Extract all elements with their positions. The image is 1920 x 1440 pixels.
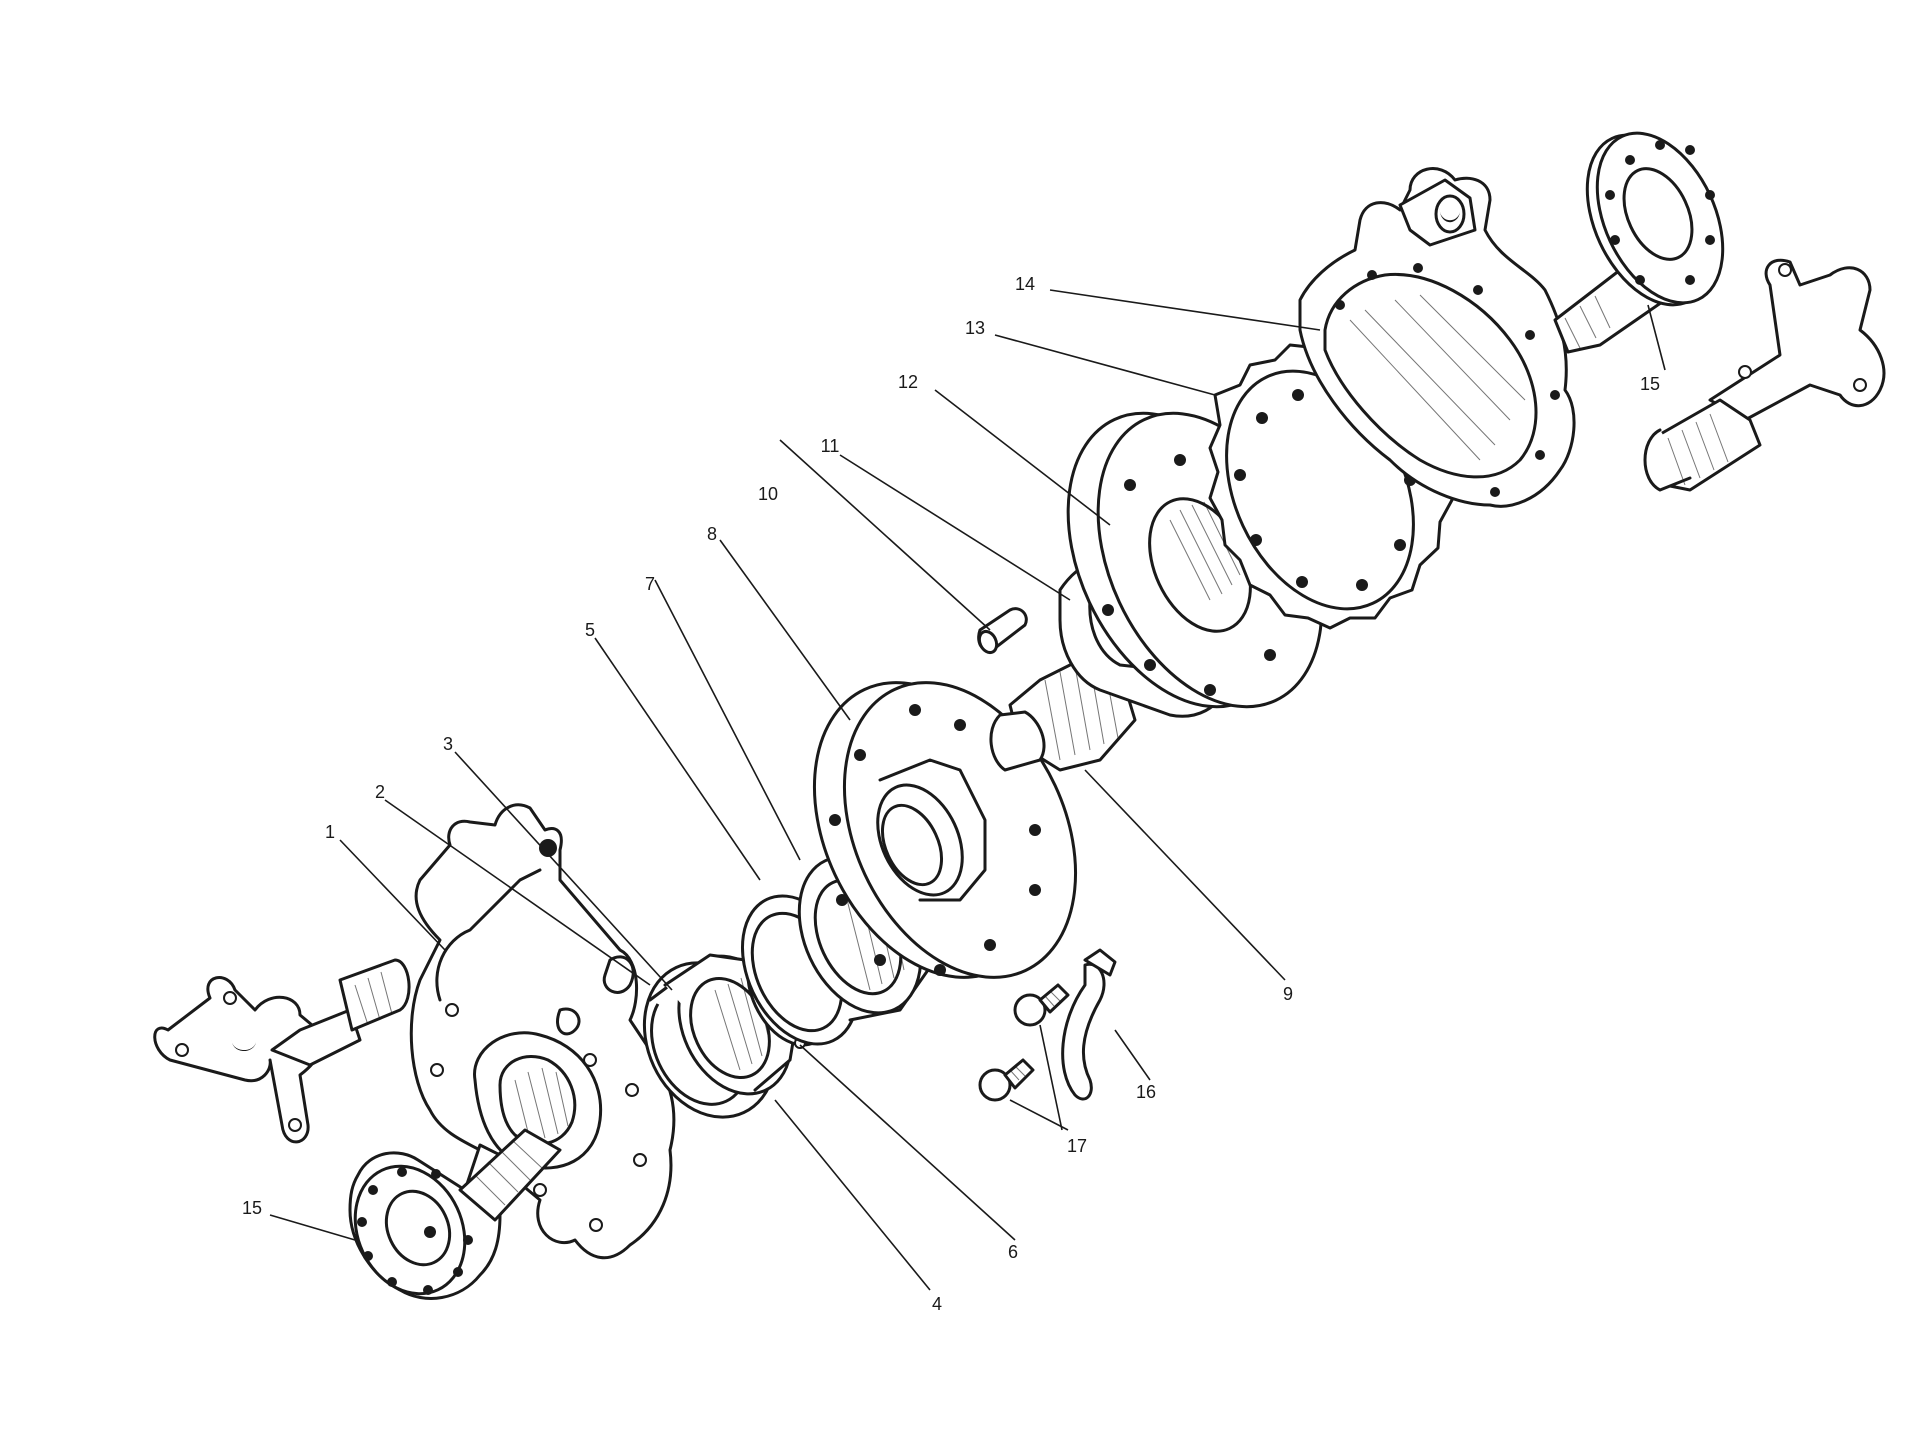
callout-10: 10 bbox=[758, 484, 778, 504]
left-wheel-flange bbox=[348, 1128, 562, 1300]
callout-14: 14 bbox=[1015, 274, 1035, 294]
callout-15-right: 15 bbox=[1640, 374, 1660, 394]
callout-17: 17 bbox=[1067, 1136, 1087, 1156]
part-14-right-housing bbox=[1298, 167, 1576, 508]
callout-1: 1 bbox=[325, 822, 335, 842]
part-17-bolts bbox=[978, 983, 1070, 1102]
far-right-drive-flange bbox=[1643, 258, 1886, 492]
callout-3: 3 bbox=[443, 734, 453, 754]
callout-13: 13 bbox=[965, 318, 985, 338]
callout-2: 2 bbox=[375, 782, 385, 802]
part-1-left-housing bbox=[409, 803, 676, 1260]
callout-8: 8 bbox=[707, 524, 717, 544]
callout-4: 4 bbox=[932, 1294, 942, 1314]
callout-labels: 1 2 3 4 5 6 7 8 9 10 11 12 13 14 15 15 1… bbox=[242, 274, 1660, 1314]
leader-lines bbox=[269, 289, 1666, 1291]
callout-16: 16 bbox=[1136, 1082, 1156, 1102]
callout-11: 11 bbox=[821, 436, 840, 456]
right-wheel-flange bbox=[1553, 131, 1725, 354]
callout-15-left: 15 bbox=[242, 1198, 262, 1218]
part-16-clip bbox=[1061, 948, 1117, 1101]
callout-6: 6 bbox=[1008, 1242, 1018, 1262]
callout-5: 5 bbox=[585, 620, 595, 640]
part-8-flanged-hub bbox=[812, 681, 1078, 979]
left-drive-flange bbox=[153, 958, 411, 1144]
callout-7: 7 bbox=[645, 574, 655, 594]
callout-9: 9 bbox=[1283, 984, 1293, 1004]
callout-12: 12 bbox=[898, 372, 918, 392]
part-10-pin bbox=[977, 607, 1028, 655]
